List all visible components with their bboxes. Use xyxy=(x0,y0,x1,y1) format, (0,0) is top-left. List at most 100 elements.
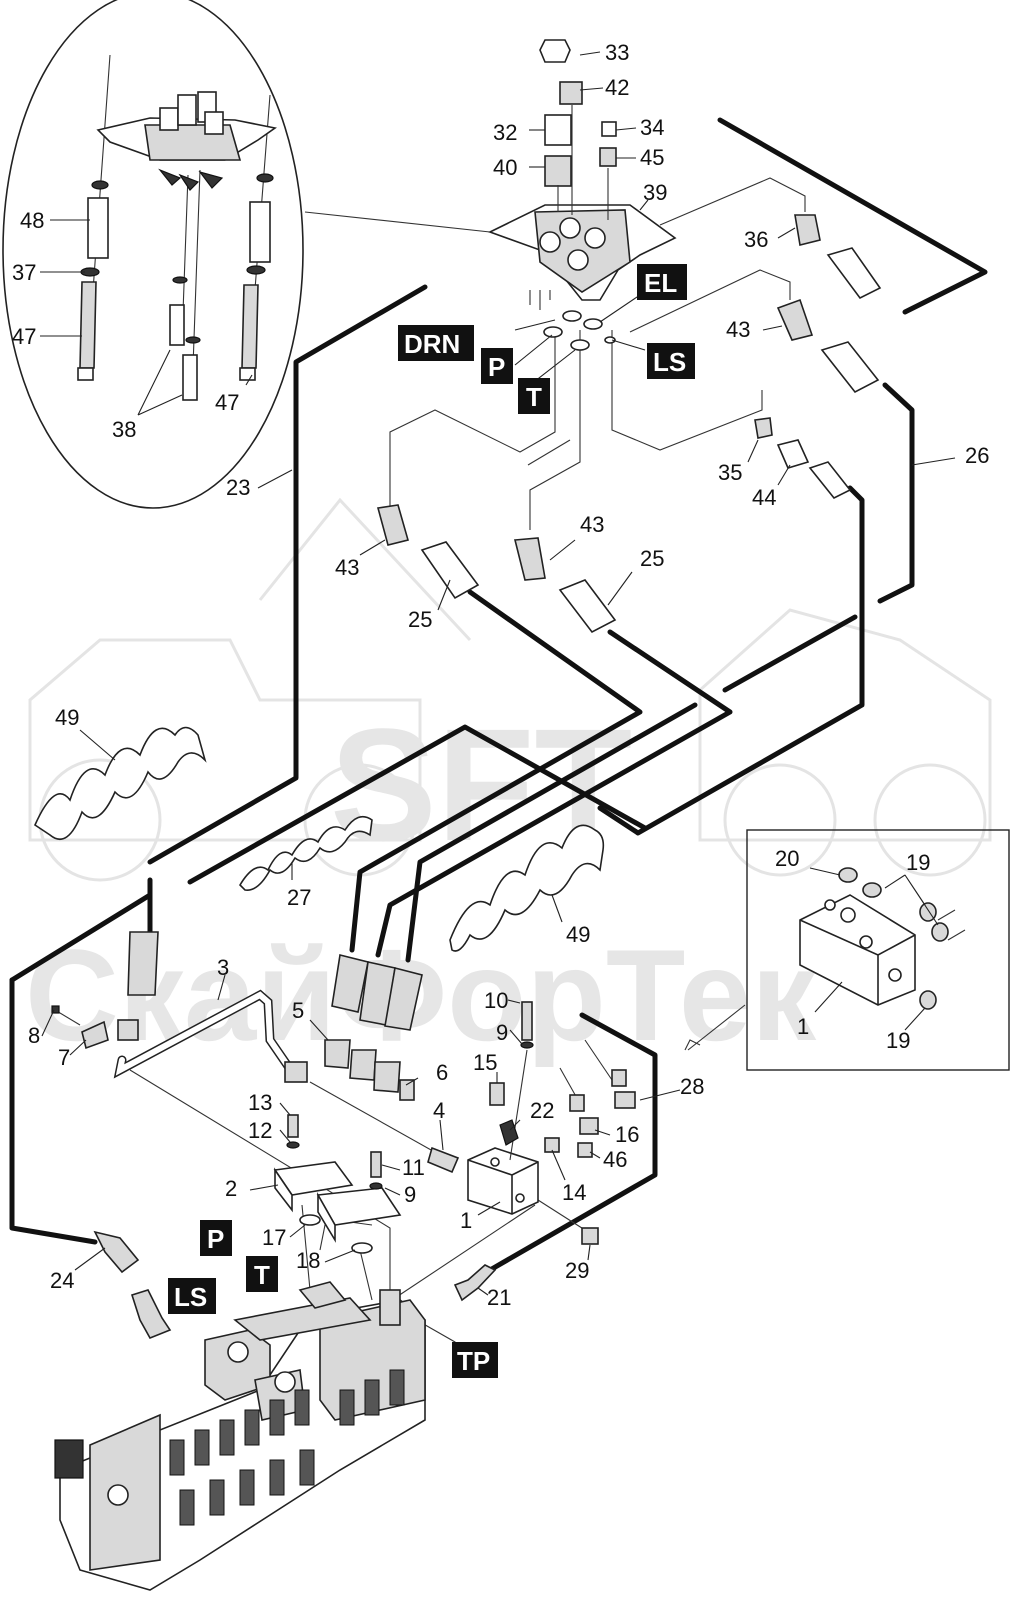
fitting-42 xyxy=(559,81,583,105)
callout-43-center: 43 xyxy=(580,512,604,537)
callout-29: 29 xyxy=(565,1258,589,1283)
elbow-43-top xyxy=(776,298,814,341)
callout-6: 6 xyxy=(436,1060,448,1085)
callout-45: 45 xyxy=(640,145,664,170)
nut-33 xyxy=(539,39,571,63)
callout-numbers: 33 42 32 34 40 45 39 36 43 35 44 26 43 4… xyxy=(12,40,989,1310)
callout-19-top: 19 xyxy=(906,850,930,875)
hose-end-fittings xyxy=(127,931,460,1174)
callout-10: 10 xyxy=(484,988,508,1013)
bolt-11 xyxy=(370,1151,382,1178)
callout-16: 16 xyxy=(615,1122,639,1147)
bolt-38-a xyxy=(169,304,185,346)
control-valve xyxy=(54,1281,426,1591)
fitting-35 xyxy=(754,417,773,439)
callout-39: 39 xyxy=(643,180,667,205)
bolt-13 xyxy=(287,1114,299,1138)
callout-42: 42 xyxy=(605,75,629,100)
tag-tp: TP xyxy=(452,1342,498,1378)
callout-25-right: 25 xyxy=(640,546,664,571)
hose-routes xyxy=(9,117,988,1273)
svg-text:P: P xyxy=(207,1224,224,1254)
tag-ls-bottom: LS xyxy=(168,1278,216,1314)
svg-text:P: P xyxy=(488,352,505,382)
svg-text:T: T xyxy=(254,1260,270,1290)
callout-11: 11 xyxy=(402,1155,425,1180)
tag-el: EL xyxy=(637,264,687,300)
hose-28-21 xyxy=(453,1039,636,1302)
tag-t-bottom: T xyxy=(246,1256,278,1292)
callout-43-top: 43 xyxy=(726,317,750,342)
callout-35: 35 xyxy=(718,460,742,485)
callout-7: 7 xyxy=(58,1045,70,1070)
inset-oval xyxy=(2,0,304,509)
callout-40: 40 xyxy=(493,155,517,180)
hose-24-fittings xyxy=(93,1230,172,1340)
callout-38: 38 xyxy=(112,417,136,442)
svg-text:T: T xyxy=(526,382,542,412)
callout-34: 34 xyxy=(640,115,664,140)
block-1 xyxy=(467,1001,599,1245)
hose-end-36 xyxy=(826,247,882,300)
spiral-guard-49-left xyxy=(33,726,207,840)
spiral-guards xyxy=(33,726,605,952)
callout-43-left: 43 xyxy=(335,555,359,580)
callout-28: 28 xyxy=(680,1074,704,1099)
svg-text:EL: EL xyxy=(644,268,677,298)
tag-drn: DRN xyxy=(398,325,474,361)
adapter-44 xyxy=(776,439,810,469)
fitting-29 xyxy=(581,1227,599,1245)
top-manifold xyxy=(487,39,677,351)
callout-49-right: 49 xyxy=(566,922,590,947)
center-fittings xyxy=(376,504,617,634)
spiral-guard-49-right xyxy=(449,824,605,952)
callout-8: 8 xyxy=(28,1023,40,1048)
callout-37: 37 xyxy=(12,260,36,285)
callout-1-detail: 1 xyxy=(797,1014,809,1039)
plates-2 xyxy=(273,1114,402,1254)
callout-49-left: 49 xyxy=(55,705,79,730)
callout-32: 32 xyxy=(493,120,517,145)
callout-36: 36 xyxy=(744,227,768,252)
callout-14: 14 xyxy=(562,1180,586,1205)
manifold-plate-inset xyxy=(96,91,277,191)
callout-4: 4 xyxy=(433,1098,445,1123)
callout-33: 33 xyxy=(605,40,629,65)
callout-12: 12 xyxy=(248,1118,272,1143)
callout-13: 13 xyxy=(248,1090,272,1115)
cap-34 xyxy=(601,121,617,137)
callout-9-right: 9 xyxy=(496,1020,508,1045)
callout-18: 18 xyxy=(296,1248,320,1273)
tag-t-top: T xyxy=(518,378,550,414)
spacer-48-right xyxy=(249,201,271,263)
plug-20 xyxy=(838,867,858,883)
callout-5: 5 xyxy=(292,998,304,1023)
cap-32 xyxy=(544,114,572,146)
tag-p-bottom: P xyxy=(200,1220,232,1256)
callout-21: 21 xyxy=(487,1285,511,1310)
bolt-47-left xyxy=(79,281,97,369)
fitting-40 xyxy=(544,155,572,187)
callout-24: 24 xyxy=(50,1268,74,1293)
callout-9-left: 9 xyxy=(404,1182,416,1207)
bolt-38-b xyxy=(182,354,198,401)
tag-ls-top: LS xyxy=(647,343,695,379)
fitting-14 xyxy=(544,1137,560,1153)
fitting-46 xyxy=(577,1142,593,1158)
elbow-36 xyxy=(794,214,821,246)
fitting-45 xyxy=(599,147,617,167)
tag-p-top: P xyxy=(481,348,513,384)
callout-25-left: 25 xyxy=(408,607,432,632)
callout-1: 1 xyxy=(460,1208,472,1233)
callout-44: 44 xyxy=(752,485,776,510)
bolt-47-right xyxy=(241,284,259,369)
callout-23: 23 xyxy=(226,475,250,500)
callout-17: 17 xyxy=(262,1225,286,1250)
hose-end-44 xyxy=(808,461,852,500)
callout-3: 3 xyxy=(217,955,229,980)
callout-26: 26 xyxy=(965,443,989,468)
callout-48: 48 xyxy=(20,208,44,233)
callout-2: 2 xyxy=(225,1176,237,1201)
fitting-15 xyxy=(489,1082,505,1106)
